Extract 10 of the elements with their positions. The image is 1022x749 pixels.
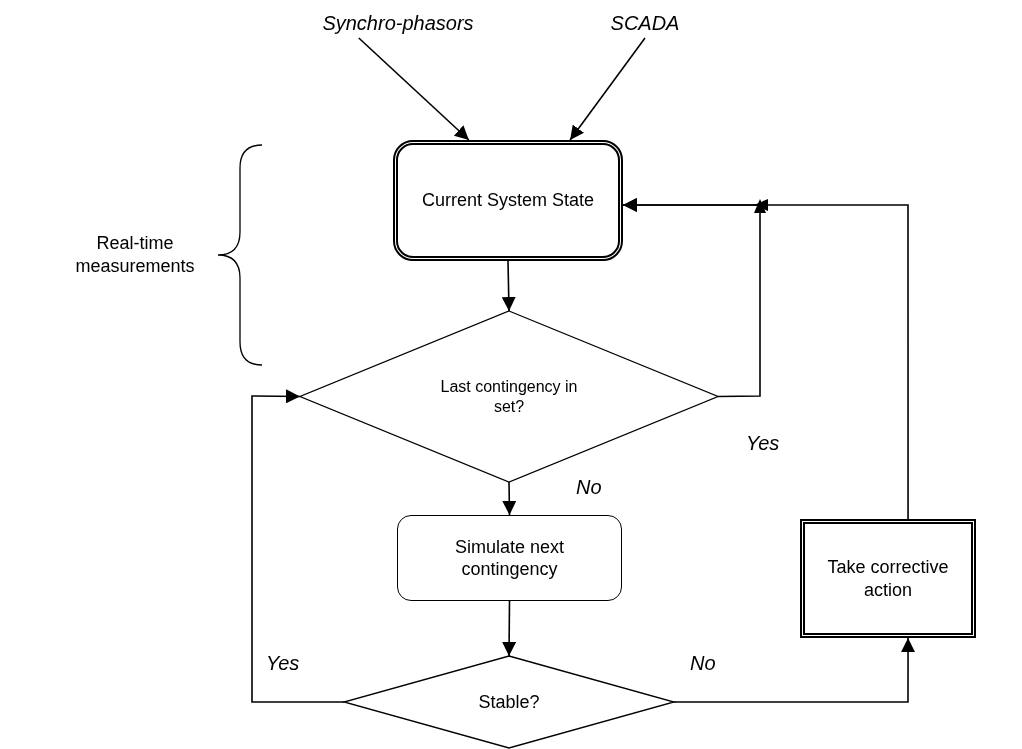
process-box: Take corrective action — [800, 519, 976, 638]
decision-diamond: Stable? — [344, 656, 674, 748]
process-box: Simulate next contingency — [397, 515, 622, 601]
input-label: Synchro-phasors — [300, 8, 496, 38]
edge-label: Yes — [746, 432, 780, 455]
bracket-label: Real-time measurements — [74, 232, 196, 279]
process-box: Current System State — [393, 140, 623, 261]
edge-label: No — [690, 652, 716, 675]
input-label: SCADA — [590, 8, 700, 38]
edge-label: Yes — [266, 652, 300, 675]
